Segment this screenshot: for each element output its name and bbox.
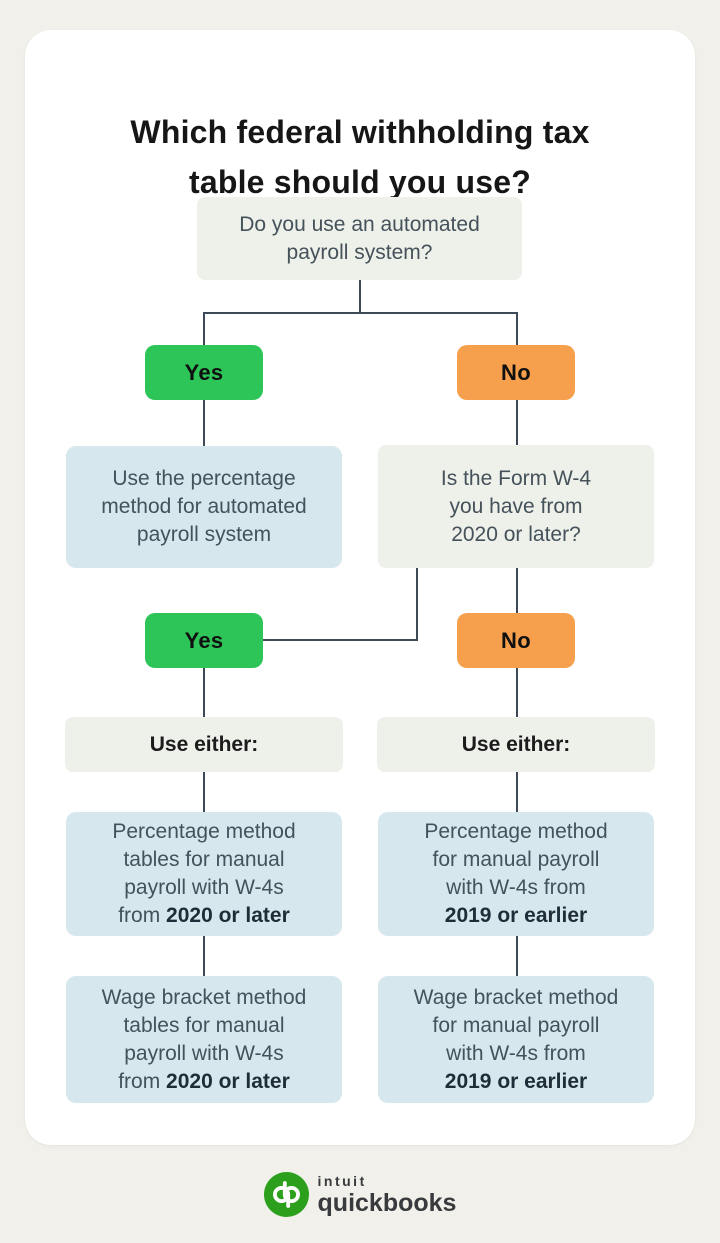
connector-line — [263, 639, 418, 641]
brand-wordmark: intuit quickbooks — [318, 1174, 457, 1216]
connector-line — [203, 668, 205, 717]
yes-branch-2: Yes — [145, 613, 263, 668]
intuit-quickbooks-logo: intuit quickbooks — [0, 1172, 720, 1217]
connector-line — [516, 400, 518, 445]
connector-line — [203, 772, 205, 812]
yes-branch-2-label: Yes — [184, 627, 224, 653]
use-either-left-label: Use either: — [149, 732, 259, 756]
quickbooks-qb-icon — [263, 1172, 309, 1217]
yes-branch-1-label: Yes — [184, 359, 224, 385]
brand-quickbooks-label: quickbooks — [317, 1188, 457, 1217]
no-branch-2-label: No — [501, 627, 531, 653]
use-either-right: Use either: — [377, 717, 655, 772]
no-branch-1: No — [457, 345, 575, 400]
use-either-left: Use either: — [65, 717, 343, 772]
connector-line — [203, 400, 205, 446]
connector-line — [359, 280, 361, 313]
connector-line — [516, 936, 518, 976]
connector-line — [516, 668, 518, 717]
yes-branch-1: Yes — [145, 345, 263, 400]
connector-line — [203, 936, 205, 976]
connector-line — [516, 772, 518, 812]
connector-line — [516, 568, 518, 616]
connector-line — [416, 568, 418, 641]
connector-line — [203, 312, 518, 314]
use-either-right-label: Use either: — [461, 732, 571, 756]
no-branch-2: No — [457, 613, 575, 668]
connector-line — [203, 312, 205, 345]
no-branch-1-label: No — [501, 359, 531, 385]
connector-line — [516, 312, 518, 345]
brand-intuit-label: intuit — [317, 1172, 367, 1189]
